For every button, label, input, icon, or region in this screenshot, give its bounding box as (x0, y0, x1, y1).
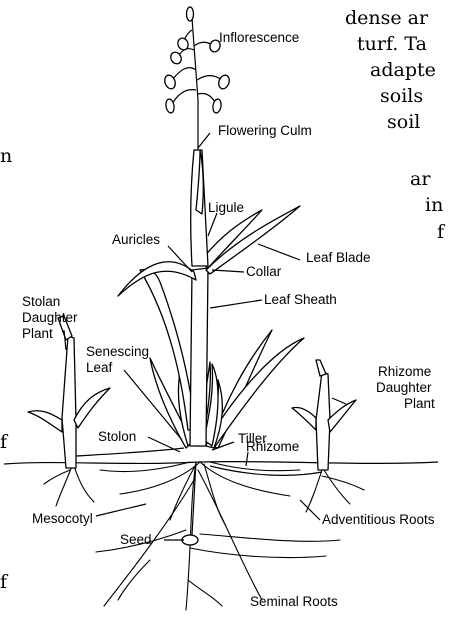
spikelet (187, 7, 194, 21)
label-stolan-daughter-3: Plant (22, 326, 53, 341)
label-flowering-culm: Flowering Culm (218, 123, 312, 138)
bg-line-3: adapte (370, 59, 436, 81)
labels: Inflorescence Flowering Culm Ligule Auri… (22, 30, 435, 609)
bg-line-6: ar (410, 168, 431, 190)
label-stolan-daughter-1: Stolan (22, 294, 60, 309)
label-senescing-2: Leaf (86, 360, 113, 375)
spikelet (217, 74, 231, 91)
label-seminal-roots: Seminal Roots (250, 594, 338, 609)
inflorescence-panicle (163, 7, 231, 114)
bg-line-4: soils (380, 85, 423, 107)
label-senescing-1: Senescing (86, 344, 149, 359)
background-text: dense ar turf. Ta adapte soils soil ar i… (0, 7, 446, 593)
label-rhizome-daughter-2: Daughter (376, 380, 432, 395)
root-system (44, 462, 364, 610)
rhizome-daughter-plant (292, 360, 356, 470)
label-inflorescence: Inflorescence (219, 30, 299, 45)
label-stolan-daughter-2: Daughter (22, 310, 78, 325)
label-ligule: Ligule (208, 200, 244, 215)
label-stolon: Stolon (98, 429, 136, 444)
label-rhizome-daughter-3: Plant (404, 396, 435, 411)
bg-line-2: turf. Ta (357, 33, 427, 55)
bg-left-1: n (0, 145, 12, 167)
label-mesocotyl: Mesocotyl (32, 511, 93, 526)
label-auricles: Auricles (112, 232, 160, 247)
bg-left-3: f (0, 571, 9, 593)
bg-line-7: in (425, 194, 443, 216)
stolon-runner (76, 448, 184, 456)
label-rhizome: Rhizome (246, 439, 299, 454)
label-rhizome-daughter-1: Rhizome (378, 364, 431, 379)
bg-left-2: f (0, 431, 9, 453)
bg-line-5: soil (387, 111, 420, 133)
label-leaf-sheath: Leaf Sheath (264, 292, 337, 307)
bg-line-8: f (437, 221, 446, 243)
seed-shape (182, 535, 198, 545)
label-adventitious-roots: Adventitious Roots (322, 512, 435, 527)
bg-line-1: dense ar (345, 7, 429, 29)
label-seed: Seed (120, 532, 152, 547)
label-collar: Collar (246, 264, 282, 279)
label-leaf-blade: Leaf Blade (306, 250, 371, 265)
